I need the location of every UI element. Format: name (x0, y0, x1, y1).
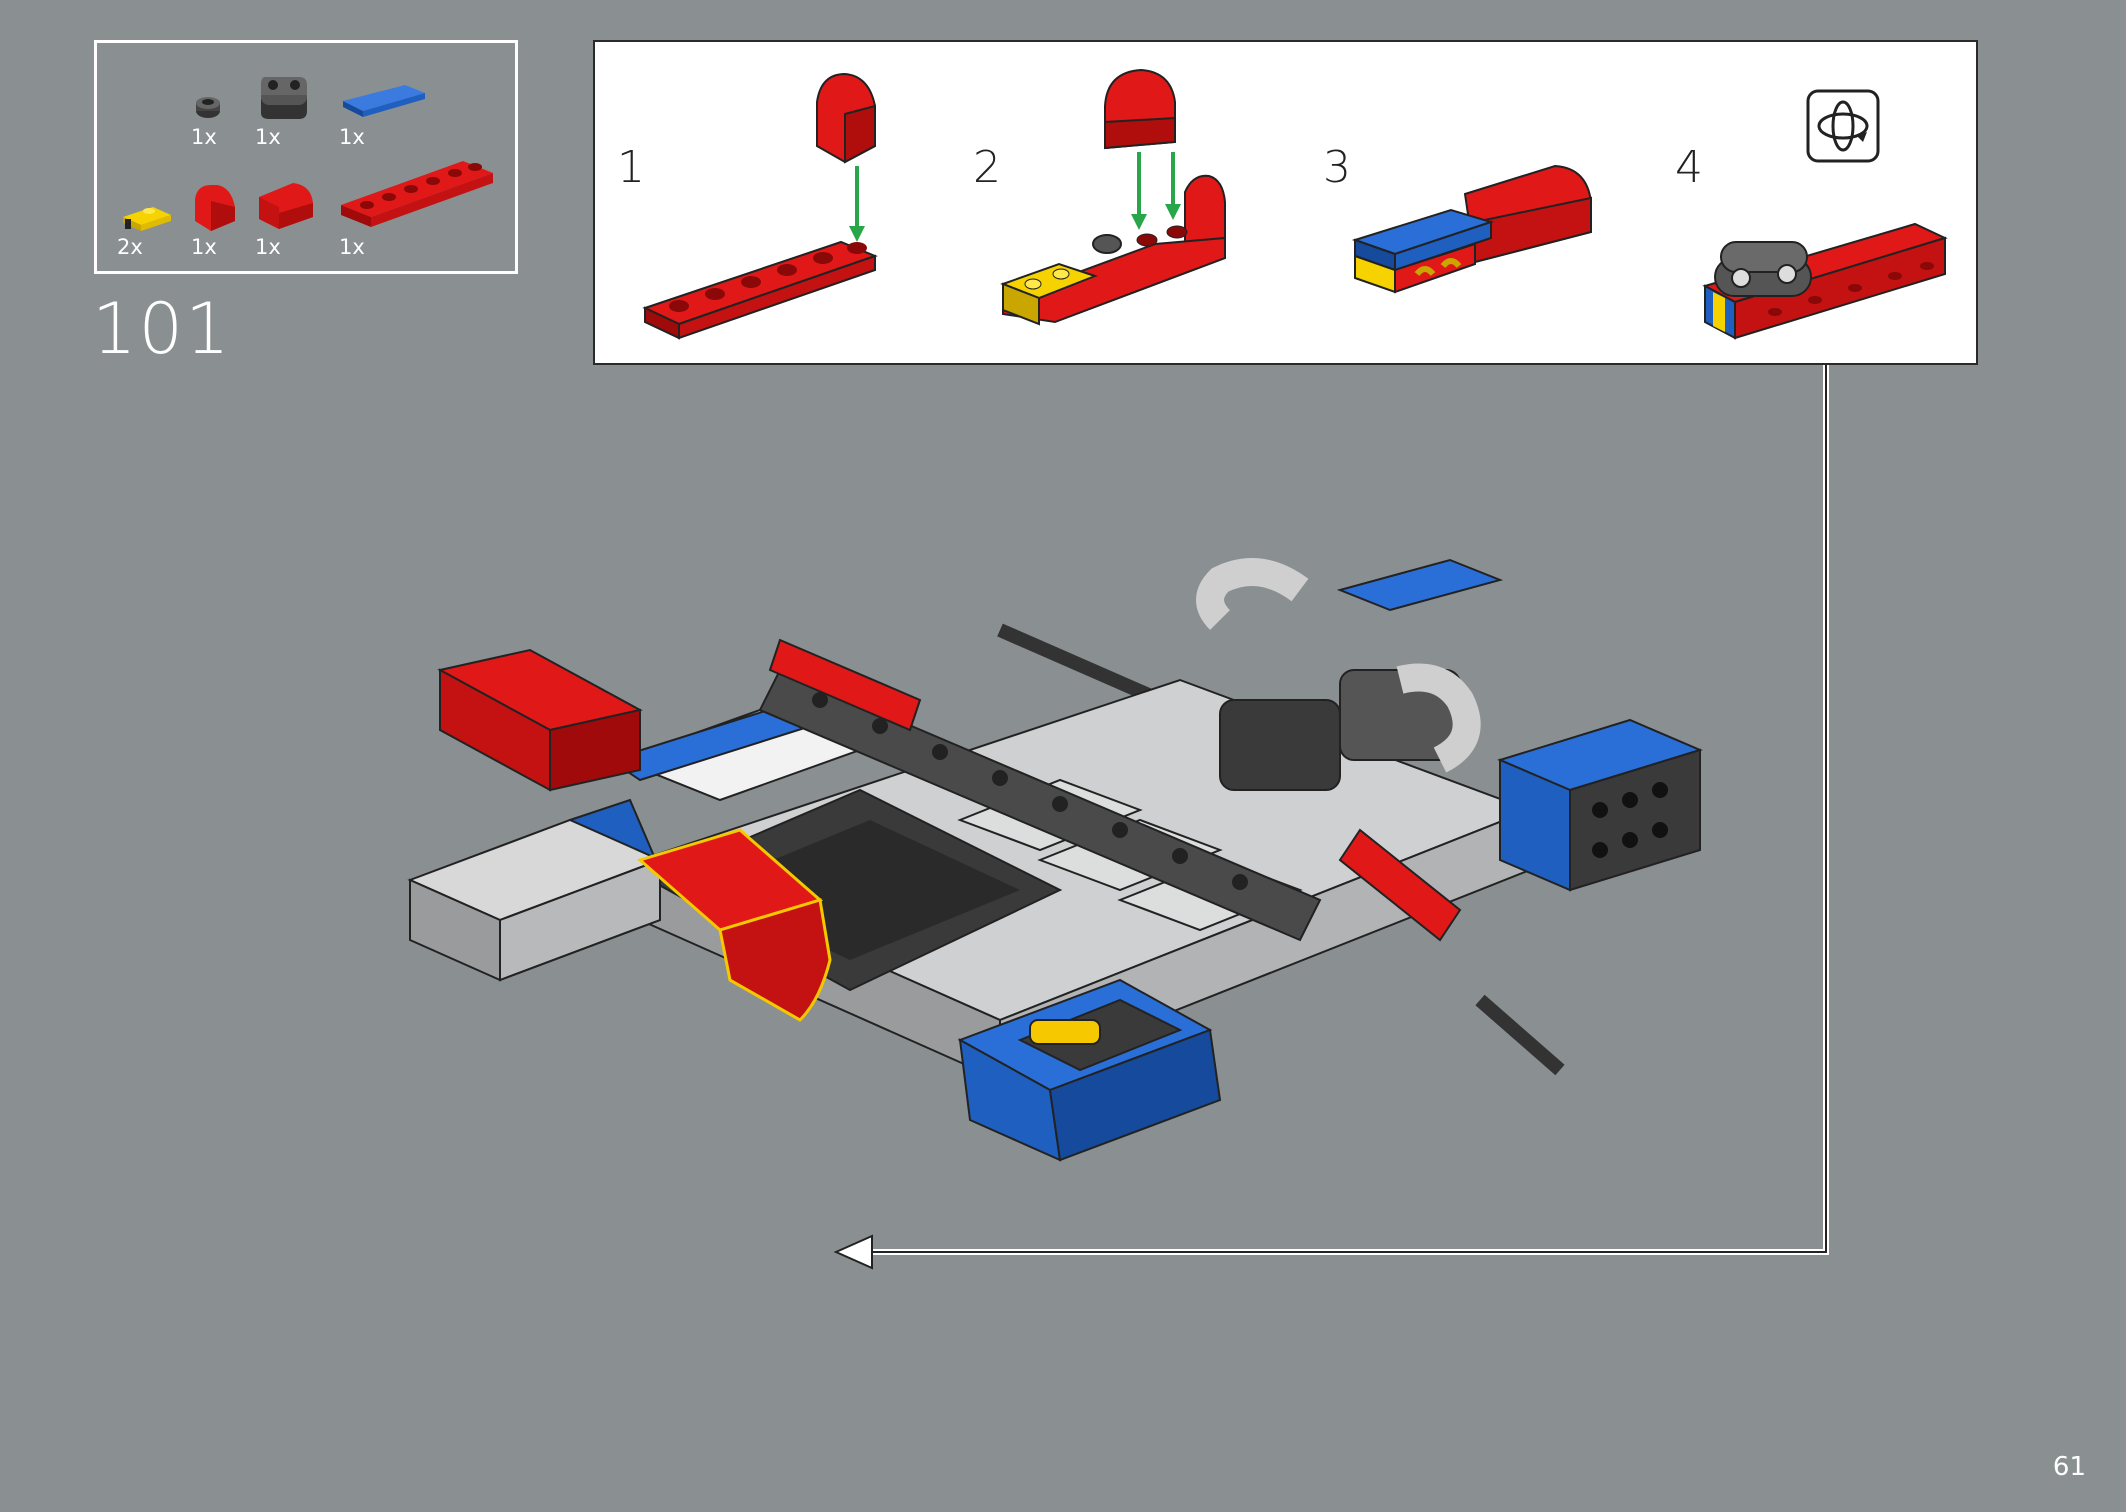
part-qty: 1x (191, 125, 217, 149)
substep-label-2: 2 (973, 142, 1001, 193)
substep-label-3: 3 (1323, 142, 1351, 193)
plate-1x6-red-icon (642, 240, 878, 340)
substep-1-illustration (642, 72, 878, 340)
rotate-model-icon (1806, 89, 1880, 163)
clip-plate-yellow-icon (123, 207, 171, 231)
parts-list-box: 1x 1x 1x 2x 1x (94, 40, 518, 274)
substep-2-illustration (1000, 68, 1226, 326)
technic-link-dark-icon (261, 77, 307, 119)
main-model-illustration (407, 558, 1703, 1162)
page-number: 61 (2052, 1452, 2086, 1482)
technic-link-dark-icon (1714, 241, 1812, 297)
substep-box: 1 2 3 4 (593, 40, 1978, 365)
tile-blue-icon (343, 85, 425, 117)
slope-curved-red-large-icon (259, 183, 313, 229)
round-plate-dark-icon (1092, 234, 1122, 254)
step-number: 101 (92, 288, 232, 370)
part-qty: 1x (339, 125, 365, 149)
slope-curved-red-small-icon (195, 185, 235, 231)
part-qty: 1x (339, 235, 365, 259)
part-qty: 1x (255, 235, 281, 259)
part-qty: 1x (255, 125, 281, 149)
substep-4-illustration (1702, 222, 1948, 340)
part-qty: 2x (117, 235, 143, 259)
round-plate-dark-icon (196, 97, 220, 118)
substep-label-4: 4 (1675, 142, 1703, 193)
plate-1x6-red-icon (341, 161, 493, 227)
part-qty: 1x (191, 235, 217, 259)
substep-label-1: 1 (617, 142, 645, 193)
slope-curved-red-small-icon (816, 72, 876, 164)
substep-3-illustration (1351, 164, 1592, 294)
